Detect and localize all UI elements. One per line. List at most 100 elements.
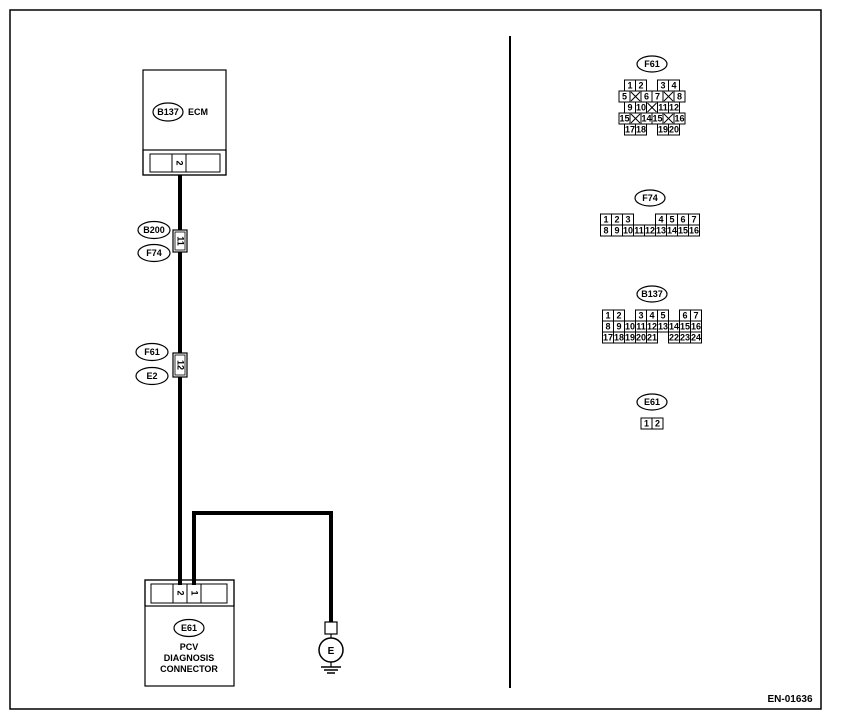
pin-number: 14 <box>641 114 651 124</box>
pin-number: 12 <box>645 226 655 236</box>
pin-number: 1 <box>603 215 608 225</box>
pin-number: 4 <box>649 311 654 321</box>
ecm-tag: B137 <box>157 107 179 117</box>
joint1-pin: 11 <box>176 236 186 246</box>
pin-number: 20 <box>636 333 646 343</box>
pin-cell <box>651 417 664 430</box>
pin-number: 18 <box>636 125 646 135</box>
pin-number: 7 <box>693 311 698 321</box>
pin-number: 9 <box>627 103 632 113</box>
pin-number: 15 <box>619 114 629 124</box>
pin-number: 11 <box>658 103 668 113</box>
ecm-pin-label: 2 <box>175 160 185 165</box>
pin-number: 7 <box>655 92 660 102</box>
pin-number: 24 <box>691 333 701 343</box>
pin-number: 6 <box>644 92 649 102</box>
pin-number: 9 <box>614 226 619 236</box>
pin-cell <box>646 331 658 344</box>
ground-label: E <box>328 646 335 657</box>
pin-number: 22 <box>669 333 679 343</box>
pin-number: 11 <box>636 322 646 332</box>
pin-cell <box>635 123 647 136</box>
pin-number: 19 <box>625 333 635 343</box>
pin-number: 5 <box>669 215 674 225</box>
pin-number: 13 <box>658 322 668 332</box>
joint1-tag-bottom: F74 <box>146 248 162 258</box>
pin-number: 4 <box>658 215 663 225</box>
pin-blocked-mark <box>663 91 674 102</box>
pin-number: 16 <box>691 322 701 332</box>
pcv-line1: PCV <box>180 642 199 652</box>
pin-number: 19 <box>658 125 668 135</box>
pin-number: 8 <box>677 92 682 102</box>
pcv-tag: E61 <box>181 623 197 633</box>
diagram-frame <box>9 9 822 710</box>
ecm-tag-oval <box>152 102 184 122</box>
pin-number: 1 <box>605 311 610 321</box>
ecm-name: ECM <box>188 107 208 117</box>
connector-tag: B137 <box>641 289 663 299</box>
pin-number: 3 <box>638 311 643 321</box>
pin-number: 5 <box>622 92 627 102</box>
pcv-line3: CONNECTOR <box>160 664 218 674</box>
pin-cell <box>690 331 702 344</box>
pin-number: 5 <box>660 311 665 321</box>
joint-f61-e2: 12 F61 E2 <box>135 342 188 386</box>
connector-tag-oval <box>636 55 668 73</box>
pin-number: 23 <box>680 333 690 343</box>
connector-tag: E61 <box>644 397 660 407</box>
connector-tag-oval <box>634 189 666 207</box>
pin-number: 6 <box>680 215 685 225</box>
joint2-pin: 12 <box>176 360 186 370</box>
pin-number: 4 <box>671 81 676 91</box>
pin-number: 2 <box>616 311 621 321</box>
pcv-diagnosis-connector: 2 1 E61 PCV DIAGNOSIS CONNECTOR <box>144 579 235 687</box>
joint-b200-f74: 11 B200 F74 <box>137 220 188 263</box>
pin-number: 2 <box>655 419 660 429</box>
pin-number: 3 <box>625 215 630 225</box>
pin-blocked-mark <box>630 113 641 124</box>
pcv-pin-2: 2 <box>176 590 186 595</box>
pin-number: 1 <box>644 419 649 429</box>
connector-tag-oval <box>636 393 668 411</box>
figure-reference: EN-01636 <box>767 694 812 705</box>
pin-number: 15 <box>680 322 690 332</box>
pin-number: 17 <box>625 125 635 135</box>
joint2-tag-bottom: E2 <box>146 371 157 381</box>
pin-number: 6 <box>682 311 687 321</box>
pin-number: 8 <box>603 226 608 236</box>
pin-blocked-mark <box>630 91 641 102</box>
pin-number: 17 <box>603 333 613 343</box>
pin-number: 12 <box>647 322 657 332</box>
pin-number: 16 <box>674 114 684 124</box>
joint1-tag-top: B200 <box>143 225 165 235</box>
pin-number: 14 <box>669 322 679 332</box>
pin-blocked-mark <box>663 113 674 124</box>
pin-number: 13 <box>656 226 666 236</box>
pin-number: 12 <box>669 103 679 113</box>
pin-number: 10 <box>636 103 646 113</box>
pcv-line2: DIAGNOSIS <box>164 653 215 663</box>
pin-number: 20 <box>669 125 679 135</box>
connector-tag-oval <box>636 285 668 303</box>
pin-number: 21 <box>647 333 657 343</box>
pin-number: 15 <box>652 114 662 124</box>
ground-wire <box>192 511 333 622</box>
connector-tag: F74 <box>642 193 658 203</box>
pin-number: 2 <box>614 215 619 225</box>
pin-number: 15 <box>678 226 688 236</box>
pin-number: 9 <box>616 322 621 332</box>
pin-number: 11 <box>634 226 644 236</box>
pin-number: 14 <box>667 226 677 236</box>
pin-cell <box>688 224 700 237</box>
pin-cell <box>668 123 680 136</box>
pin-number: 18 <box>614 333 624 343</box>
pin-number: 1 <box>627 81 632 91</box>
pin-number: 10 <box>625 322 635 332</box>
pin-number: 7 <box>691 215 696 225</box>
joint2-tag-top: F61 <box>144 347 160 357</box>
